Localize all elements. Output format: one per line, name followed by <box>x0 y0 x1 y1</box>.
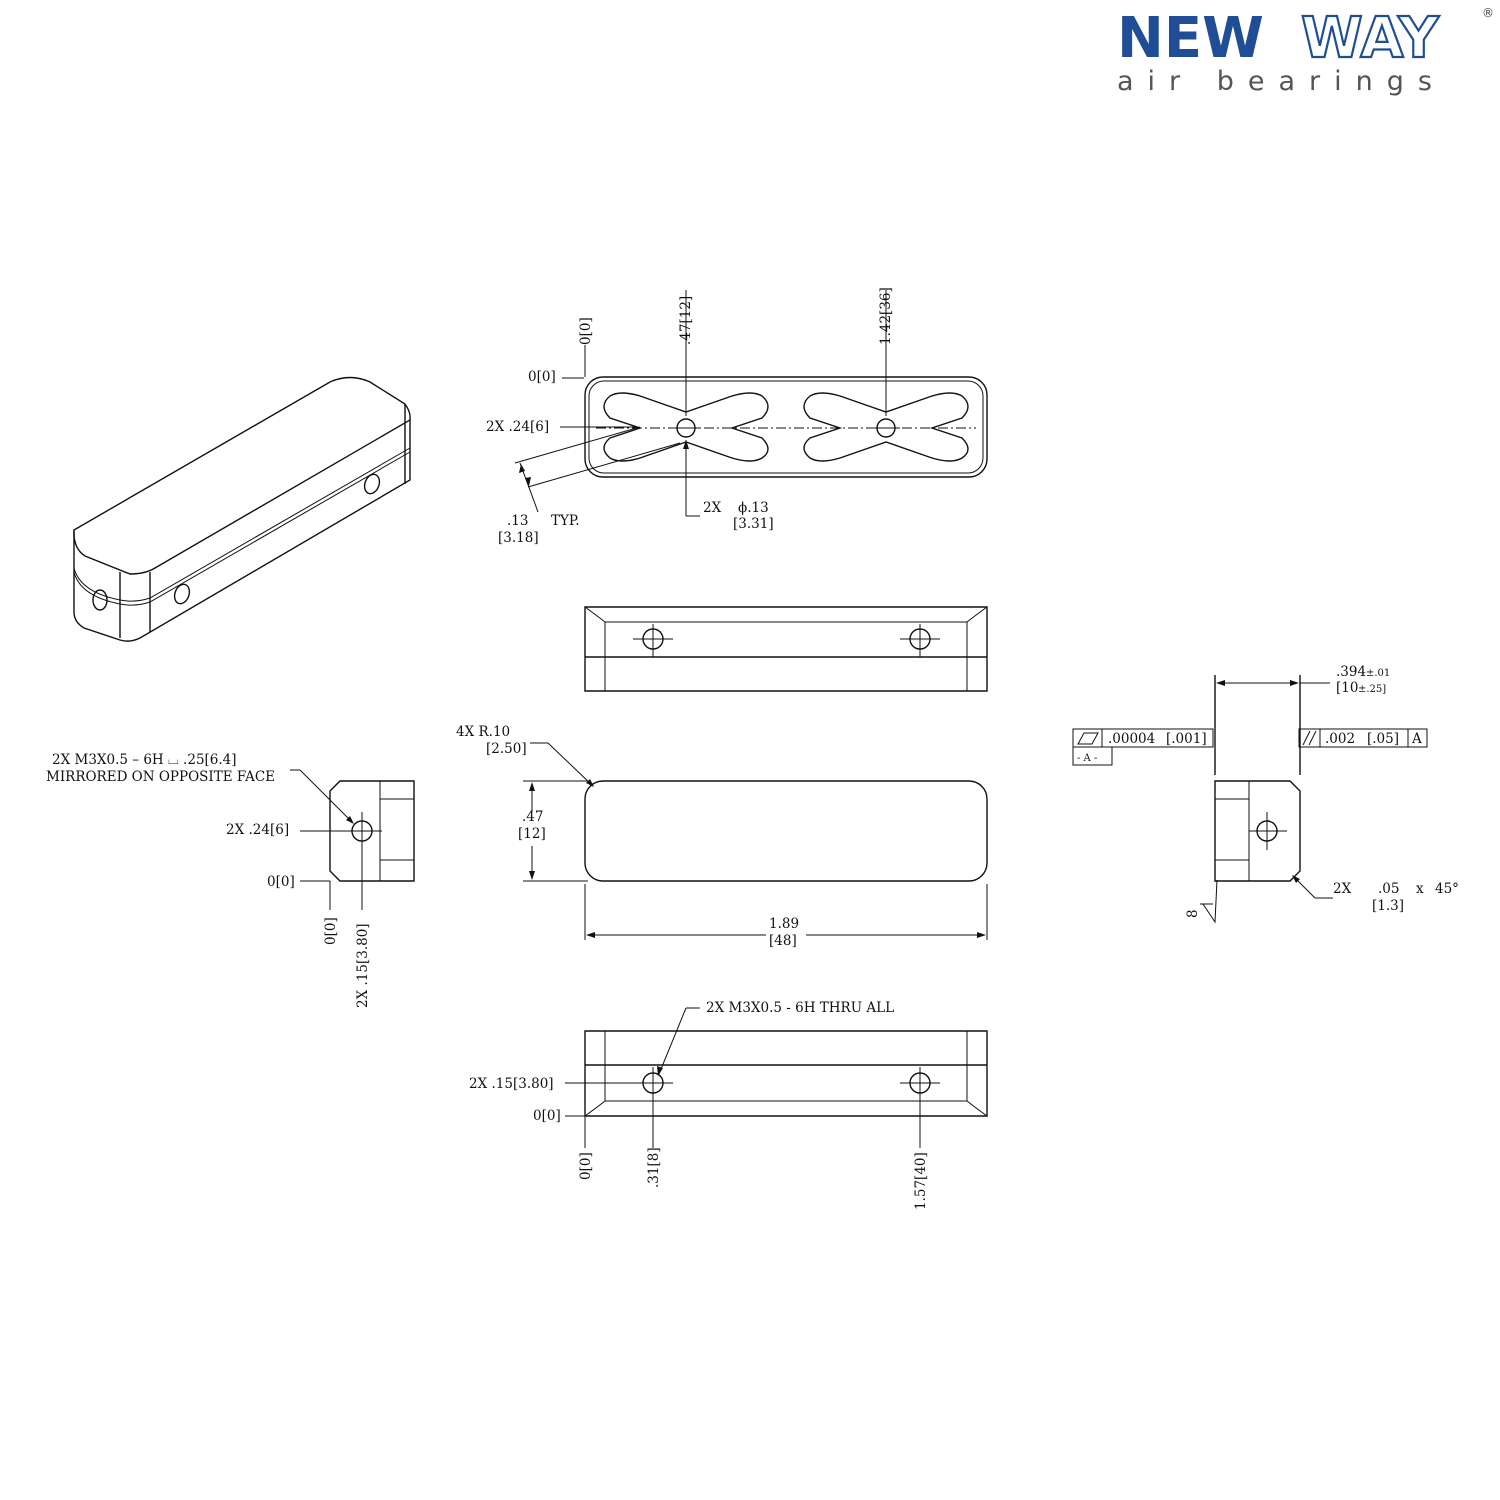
right-width-mm-tol: ±.25] <box>1358 684 1386 695</box>
isometric-view <box>73 376 411 642</box>
left-thread-line2: MIRRORED ON OPPOSITE FACE <box>46 769 275 785</box>
right-chamfer-angle: 45° <box>1435 881 1459 897</box>
front-view: 4X R.10 [2.50] .47 [12] 1.89 [48] <box>456 724 988 949</box>
right-chamfer: .05 <box>1378 881 1399 897</box>
upper-side-view <box>584 606 988 692</box>
front-height-mm: [12] <box>518 826 546 842</box>
bottom-pos-2: 1.57[40] <box>913 1152 929 1210</box>
logo-text-way: WAY <box>1301 6 1440 71</box>
top-width-2x: 2X .24[6] <box>486 419 549 435</box>
front-length-mm: [48] <box>769 933 797 949</box>
right-surface-finish: 8 <box>1185 909 1201 918</box>
logo-tagline: air bearings <box>1117 66 1446 97</box>
bottom-zero-y: 0[0] <box>533 1108 561 1124</box>
top-zero-y: 0[0] <box>528 369 556 385</box>
top-groove-typ: TYP. <box>551 513 580 529</box>
top-orifice-mm: [3.31] <box>733 516 774 532</box>
bottom-zero-x: 0[0] <box>578 1152 594 1180</box>
logo-text-new: NEW <box>1117 6 1264 71</box>
logo-registered: ® <box>1482 6 1494 20</box>
top-groove-mm: [3.18] <box>498 530 539 546</box>
top-orifice-dia: ϕ.13 <box>738 500 769 516</box>
right-flatness-mm: [.001] <box>1166 731 1207 747</box>
left-thread-line1: 2X M3X0.5 – 6H ⌴ .25[6.4] <box>52 752 237 768</box>
top-groove: .13 <box>507 513 528 529</box>
left-pos-x: 2X .15[3.80] <box>355 923 371 1008</box>
right-parallel: .002 <box>1325 731 1355 747</box>
front-height: .47 <box>522 809 543 825</box>
left-height: 2X .24[6] <box>226 822 289 838</box>
right-end-view: .394 ±.01 [10 ±.25] .00004 [.001] - A - … <box>1072 664 1459 924</box>
front-radius-mm: [2.50] <box>486 741 527 757</box>
top-pos-2: 1.42[36] <box>878 287 894 345</box>
right-parallel-ref: A <box>1411 731 1422 747</box>
right-parallel-mm: [.05] <box>1367 731 1399 747</box>
right-chamfer-qty: 2X <box>1333 881 1352 897</box>
right-chamfer-mm: [1.3] <box>1372 898 1404 914</box>
right-flatness: .00004 <box>1108 731 1155 747</box>
bottom-pos-y: 2X .15[3.80] <box>469 1076 554 1092</box>
front-radius: 4X R.10 <box>456 724 510 740</box>
left-zero-y: 0[0] <box>267 874 295 890</box>
top-orifice-qty: 2X <box>703 500 722 516</box>
bottom-pos-1: .31[8] <box>646 1147 662 1188</box>
right-width: .394 <box>1336 664 1366 680</box>
top-pos-1: .47[12] <box>678 296 694 345</box>
front-length: 1.89 <box>769 916 799 932</box>
right-width-tol: ±.01 <box>1366 668 1390 679</box>
bottom-thread: 2X M3X0.5 - 6H THRU ALL <box>706 1000 894 1016</box>
right-datum: - A - <box>1077 753 1097 764</box>
newway-logo: NEW WAY ® air bearings <box>1117 5 1494 97</box>
right-width-mm: [10 <box>1336 680 1358 696</box>
left-zero-x: 0[0] <box>323 917 339 945</box>
right-chamfer-x: x <box>1416 881 1424 897</box>
top-zero-x: 0[0] <box>578 317 594 345</box>
bottom-view: 2X M3X0.5 - 6H THRU ALL 2X .15[3.80] 0[0… <box>469 1000 988 1210</box>
top-view: 0[0] .47[12] 1.42[36] 0[0] 2X .24[6] .13… <box>486 287 988 546</box>
left-end-view: 2X M3X0.5 – 6H ⌴ .25[6.4] MIRRORED ON OP… <box>46 752 415 1008</box>
